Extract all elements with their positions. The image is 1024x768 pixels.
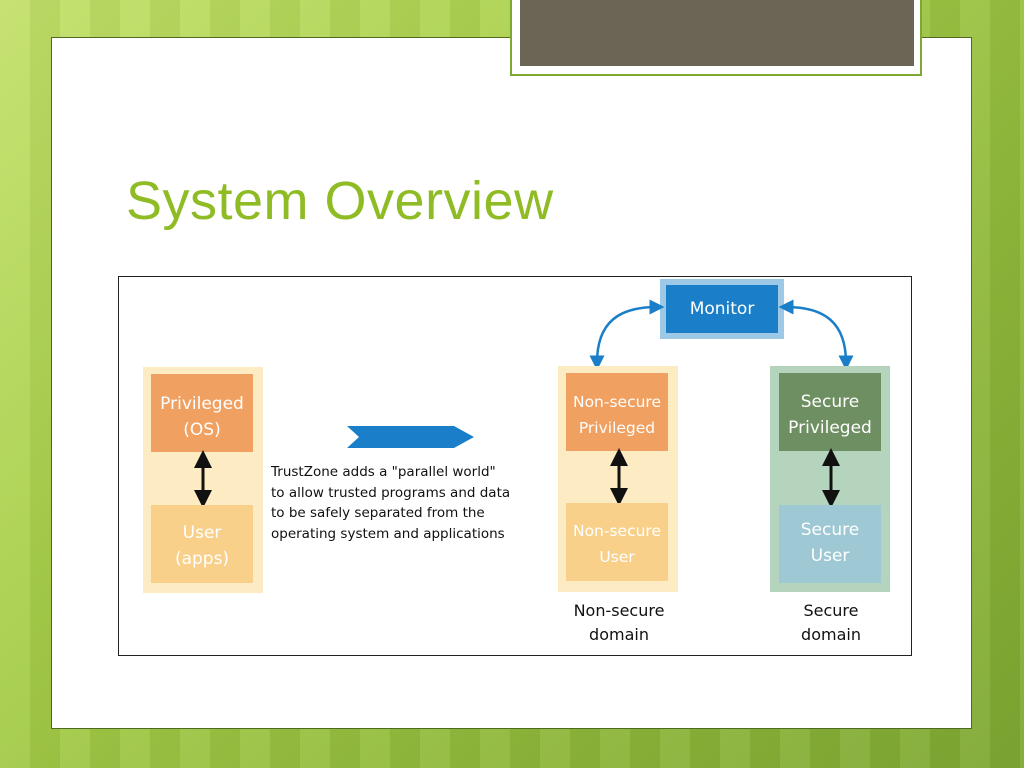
nonsecure-domain-label-1: Non-secure bbox=[574, 601, 665, 620]
secure-user-box bbox=[779, 505, 881, 583]
nonsecure-user-label-2: User bbox=[599, 548, 635, 566]
nonsecure-user-box bbox=[566, 503, 668, 581]
nonsecure-privileged-label-2: Privileged bbox=[579, 419, 655, 437]
caption-line-1: TrustZone adds a "parallel world" bbox=[270, 464, 496, 480]
secure-privileged-box bbox=[779, 373, 881, 451]
left-user-box bbox=[151, 505, 253, 583]
caption-line-2: to allow trusted programs and data bbox=[271, 485, 510, 501]
secure-user-label-2: User bbox=[811, 546, 850, 566]
secure-privileged-label-1: Secure bbox=[801, 392, 859, 412]
secure-privileged-label-2: Privileged bbox=[788, 418, 872, 438]
left-privileged-label-1: Privileged bbox=[160, 394, 244, 414]
left-user-label-1: User bbox=[183, 523, 222, 543]
secure-user-label-1: Secure bbox=[801, 520, 859, 540]
monitor-to-nonsecure-arrow bbox=[589, 299, 665, 371]
secure-domain-label-1: Secure bbox=[803, 601, 858, 620]
diagram-canvas: Privileged (OS) User (apps) TrustZone ad… bbox=[143, 279, 890, 644]
slide-tab-panel bbox=[520, 0, 914, 66]
transition-arrow-icon bbox=[347, 426, 474, 448]
nonsecure-privileged-label-1: Non-secure bbox=[573, 393, 661, 411]
nonsecure-user-label-1: Non-secure bbox=[573, 522, 661, 540]
left-privileged-label-2: (OS) bbox=[183, 420, 220, 440]
nonsecure-domain-label-2: domain bbox=[589, 625, 649, 644]
monitor-label: Monitor bbox=[690, 299, 755, 319]
monitor-to-secure-arrow bbox=[778, 299, 854, 371]
monitor-box bbox=[666, 285, 778, 333]
caption-line-4: operating system and applications bbox=[271, 526, 505, 542]
slide-title: System Overview bbox=[126, 171, 554, 231]
caption-line-3: to be safely separated from the bbox=[271, 505, 485, 521]
trustzone-diagram: Privileged (OS) User (apps) TrustZone ad… bbox=[118, 276, 912, 656]
left-user-label-2: (apps) bbox=[175, 549, 229, 569]
nonsecure-privileged-box bbox=[566, 373, 668, 451]
secure-domain-label-2: domain bbox=[801, 625, 861, 644]
left-privileged-box bbox=[151, 374, 253, 452]
